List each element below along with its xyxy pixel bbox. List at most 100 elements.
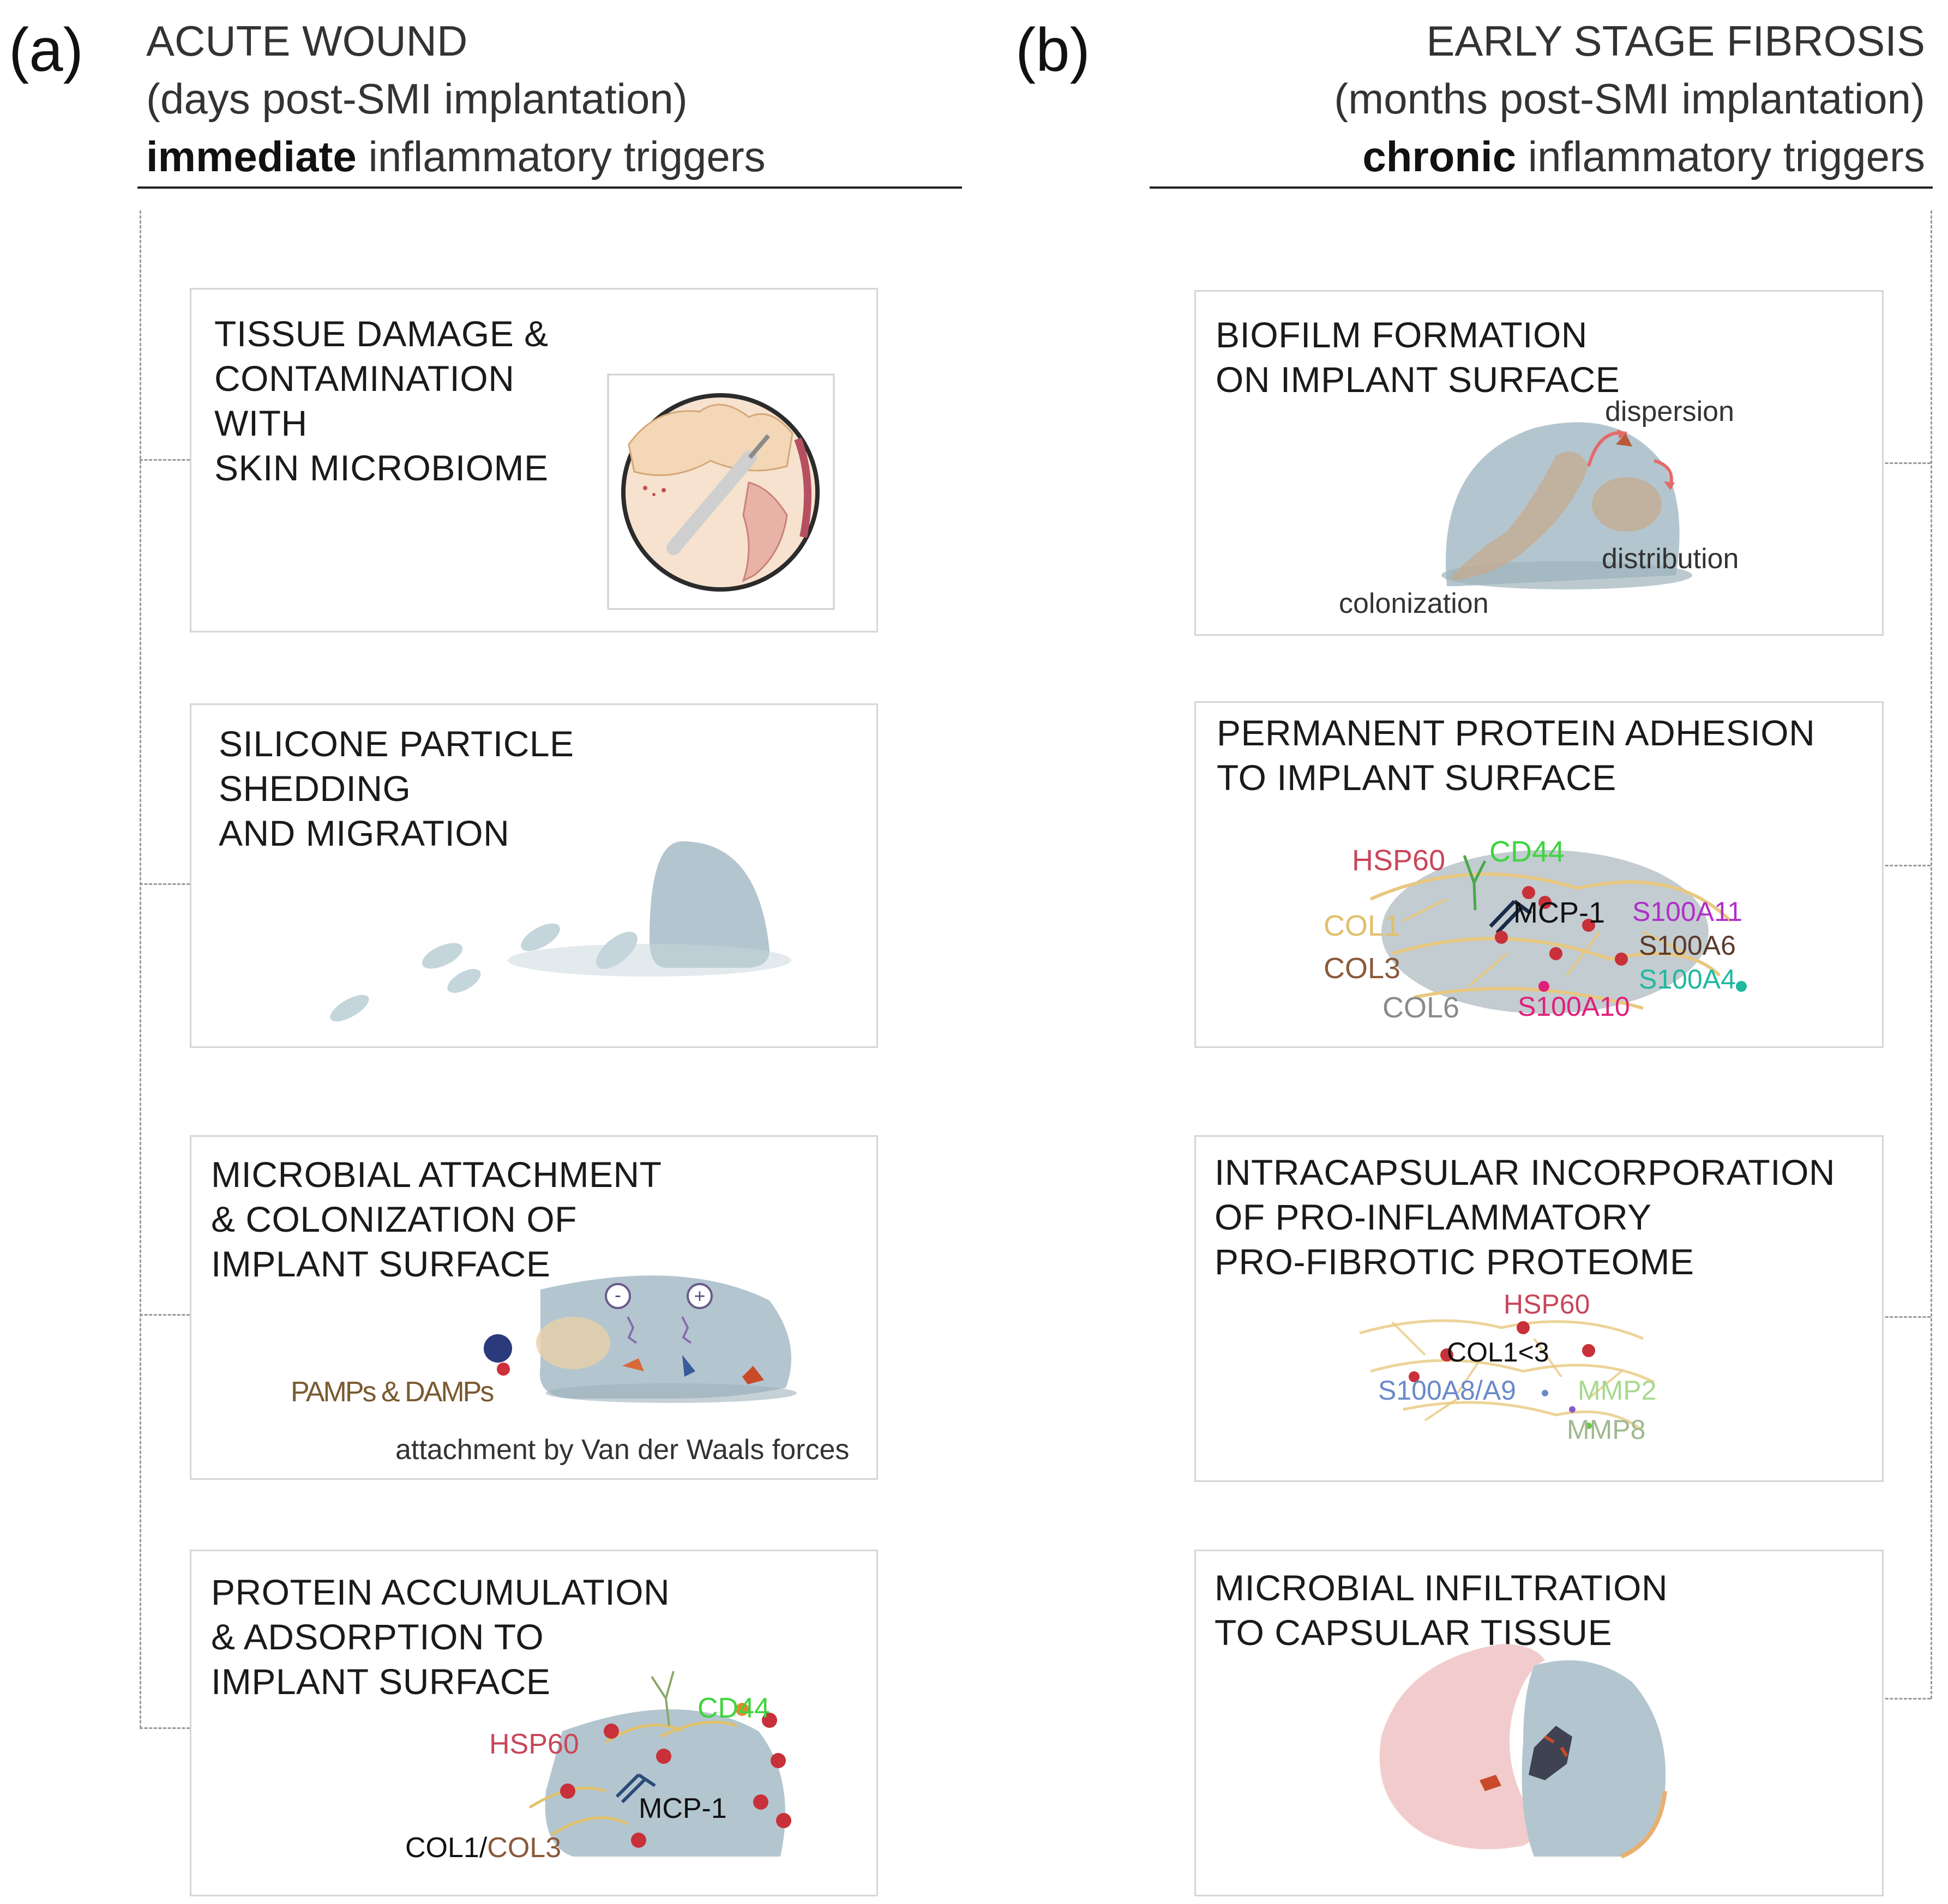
col3-text: COL3 xyxy=(487,1832,562,1864)
col-label: COL1/COL3 xyxy=(405,1834,561,1862)
dispersion-label: dispersion xyxy=(1605,396,1735,427)
col3-label: COL3 xyxy=(1324,952,1401,985)
hsp60-label: HSP60 xyxy=(1504,1289,1590,1319)
card-protein-accumulation: PROTEIN ACCUMULATION & ADSORPTION TO IMP… xyxy=(190,1550,878,1896)
implant-icon xyxy=(650,841,769,968)
panel-a-connector-2 xyxy=(140,883,190,885)
plus-icon xyxy=(687,1283,713,1309)
biofilm-illustration xyxy=(1441,422,1692,589)
particle-icon xyxy=(330,995,369,1022)
card-title: INTRACAPSULAR INCORPORATION OF PRO-INFLA… xyxy=(1215,1152,1836,1282)
panel-a-header-line3: immediate inflammatory triggers xyxy=(146,128,766,185)
mcp1-label: MCP-1 xyxy=(639,1793,727,1824)
colonization-label: colonization xyxy=(1339,588,1489,619)
card-microbial-infiltration: MICROBIAL INFILTRATION TO CAPSULAR TISSU… xyxy=(1194,1550,1884,1896)
card-intracapsular-incorporation: INTRACAPSULAR INCORPORATION OF PRO-INFLA… xyxy=(1194,1135,1884,1482)
panel-a-header: ACUTE WOUND (days post-SMI implantation)… xyxy=(146,12,766,185)
capsular-infiltration-illustration xyxy=(1379,1644,1667,1859)
col6-label: COL6 xyxy=(1382,991,1460,1024)
panel-b-header-line3: chronic inflammatory triggers xyxy=(1334,128,1925,185)
antibody-icon xyxy=(1463,855,1487,911)
panel-a-connector-4 xyxy=(140,1727,190,1729)
damp-molecule-icon xyxy=(497,1363,510,1376)
protein-accumulation-illustration xyxy=(528,1671,791,1857)
distribution-label: distribution xyxy=(1602,543,1739,575)
panel-a-connector-1 xyxy=(140,459,190,461)
card-permanent-protein-adhesion: PERMANENT PROTEIN ADHESION TO IMPLANT SU… xyxy=(1194,701,1884,1048)
col1-text: COL1/ xyxy=(405,1832,488,1864)
panel-b-connector-3 xyxy=(1880,1316,1931,1318)
panel-b-header-rest: inflammatory triggers xyxy=(1516,132,1925,180)
antibody-icon xyxy=(651,1671,675,1726)
bacterium-icon xyxy=(682,1355,695,1377)
panel-b-header: EARLY STAGE FIBROSIS (months post-SMI im… xyxy=(1334,12,1925,185)
microbial-attachment-illustration: - + xyxy=(484,1275,797,1403)
bacterium-icon xyxy=(1616,433,1632,447)
panel-b-header-bold: chronic xyxy=(1362,132,1517,180)
panel-a-letter: (a) xyxy=(9,16,83,84)
capsule-tissue-icon xyxy=(1379,1644,1545,1849)
panel-b-header-line1: EARLY STAGE FIBROSIS xyxy=(1426,17,1925,65)
bacterium-icon xyxy=(1529,1726,1572,1780)
cd44-label: CD44 xyxy=(1489,835,1565,868)
panel-a-header-rest: inflammatory triggers xyxy=(356,132,766,180)
pamps-damps-label: PAMPs & DAMPs xyxy=(291,1376,494,1408)
bacterium-icon xyxy=(1592,477,1662,532)
implant-icon xyxy=(1381,850,1709,1014)
panel-a-connector-3 xyxy=(140,1314,190,1316)
antibody-icon xyxy=(1489,900,1532,935)
implant-particles-illustration xyxy=(330,841,791,1022)
card-title: MICROBIAL ATTACHMENT & COLONIZATION OF I… xyxy=(211,1154,662,1284)
s100a8-label: S100A8/A9 xyxy=(1378,1375,1516,1406)
panel-a-header-line1: ACUTE WOUND xyxy=(146,17,468,65)
col1-label: COL1 xyxy=(1324,909,1401,942)
card-title: MICROBIAL INFILTRATION TO CAPSULAR TISSU… xyxy=(1215,1568,1668,1653)
skin-incision-illustration xyxy=(607,373,835,610)
panel-b-letter: (b) xyxy=(1015,16,1090,84)
card-biofilm-formation: BIOFILM FORMATION ON IMPLANT SURFACE dis… xyxy=(1194,290,1884,636)
s100a11-label: S100A11 xyxy=(1632,896,1743,927)
card-title: SILICONE PARTICLE SHEDDING AND MIGRATION xyxy=(219,724,574,853)
card-silicone-shedding: SILICONE PARTICLE SHEDDING AND MIGRATION xyxy=(190,703,878,1048)
bacterium-icon xyxy=(622,1358,644,1371)
implant-icon xyxy=(545,1709,785,1857)
hsp60-label: HSP60 xyxy=(489,1728,579,1760)
implant-icon xyxy=(1522,1660,1666,1857)
s100a6-label: S100A6 xyxy=(1639,930,1736,961)
mcp1-label: MCP-1 xyxy=(1513,896,1606,929)
particle-icon xyxy=(508,944,791,977)
s100a10-label: S100A10 xyxy=(1518,991,1630,1022)
bacterium-icon xyxy=(742,1366,764,1384)
hsp60-label: HSP60 xyxy=(1352,844,1446,877)
proteome-illustration xyxy=(1359,1319,1655,1432)
panel-a-header-bold: immediate xyxy=(146,132,357,180)
card-title: TISSUE DAMAGE & CONTAMINATION WITH SKIN … xyxy=(214,314,549,488)
antibody-icon xyxy=(615,1773,656,1804)
panel-a-header-line2: (days post-SMI implantation) xyxy=(146,75,688,123)
minus-icon xyxy=(605,1283,631,1309)
bacterium-icon xyxy=(1452,451,1589,581)
particle-icon xyxy=(447,969,481,993)
particle-icon xyxy=(422,943,463,969)
card-microbial-attachment: MICROBIAL ATTACHMENT & COLONIZATION OF I… xyxy=(190,1135,878,1480)
col1-label: COL1<3 xyxy=(1447,1337,1549,1367)
cd44-label: CD44 xyxy=(698,1692,770,1724)
panel-b-connector-2 xyxy=(1880,865,1931,866)
particle-icon xyxy=(521,923,560,951)
pamp-molecule-icon xyxy=(484,1334,512,1363)
s100a4-label: S100A4 xyxy=(1639,964,1736,995)
mmp2-label: MMP2 xyxy=(1578,1375,1657,1406)
panel-a-rule xyxy=(137,186,962,189)
card-title: PROTEIN ACCUMULATION & ADSORPTION TO IMP… xyxy=(211,1572,670,1702)
panel-b-header-line2: (months post-SMI implantation) xyxy=(1334,75,1925,123)
card-title: BIOFILM FORMATION ON IMPLANT SURFACE xyxy=(1216,315,1620,400)
bacterium-icon xyxy=(536,1317,610,1369)
mmp8-label: MMP8 xyxy=(1567,1414,1646,1445)
card-tissue-damage: TISSUE DAMAGE & CONTAMINATION WITH SKIN … xyxy=(190,288,878,632)
panel-b-connector-4 xyxy=(1880,1698,1931,1700)
panel-b-connector-1 xyxy=(1880,462,1931,464)
panel-b-rule xyxy=(1150,186,1933,189)
attachment-label: attachment by Van der Waals forces xyxy=(395,1434,850,1466)
particle-icon xyxy=(596,931,638,969)
bacterium-icon xyxy=(1480,1775,1501,1791)
